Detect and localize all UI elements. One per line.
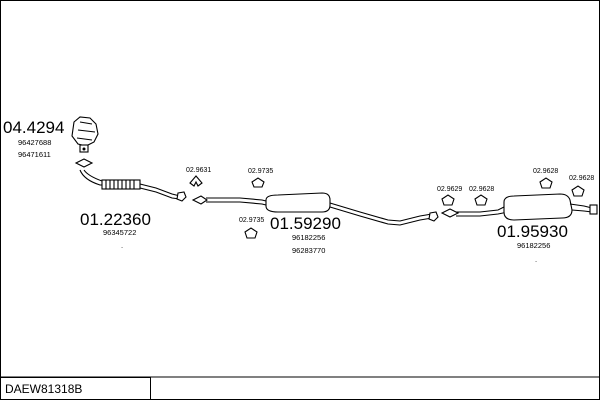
rubber-mount-5[interactable]	[539, 177, 553, 189]
fitting-label-1: 02.9631	[186, 167, 211, 174]
rubber-mount-1[interactable]	[251, 177, 265, 188]
rubber-mount-6[interactable]	[571, 185, 585, 197]
oem-number-centre-silencer-1: 96182256	[292, 233, 325, 242]
fitting-label-7: 02.9628	[569, 175, 594, 182]
part-number-centre-silencer: 01.59290	[270, 214, 341, 233]
front-pipe[interactable]	[79, 169, 187, 202]
reference-label: DAEW81318B	[5, 382, 82, 396]
oem-number-rear-silencer: 96182256	[517, 241, 550, 250]
rubber-mount-4[interactable]	[474, 194, 488, 206]
part-number-front-pipe: 01.22360	[80, 210, 151, 229]
rubber-mount-3[interactable]	[441, 194, 455, 206]
part-number-rear-silencer: 01.95930	[497, 222, 568, 241]
fitting-label-2: 02.9735	[248, 168, 273, 175]
oem-number-catalyst-1: 96427688	[18, 138, 51, 147]
oem-number-front-pipe: 96345722	[103, 228, 136, 237]
rear-silencer[interactable]	[440, 193, 598, 221]
fitting-label-4: 02.9629	[437, 186, 462, 193]
centre-silencer[interactable]	[206, 192, 439, 226]
part-number-catalyst: 04.4294	[3, 118, 64, 137]
oem-number-centre-silencer-2: 96283770	[292, 246, 325, 255]
bracket-fitting-1[interactable]	[189, 175, 203, 187]
svg-text:.: .	[121, 241, 123, 250]
fitting-label-3: 02.9735	[239, 217, 264, 224]
svg-text:.: .	[535, 255, 537, 264]
clamp-fitting[interactable]	[191, 195, 208, 205]
fitting-label-6: 02.9628	[533, 168, 558, 175]
oem-number-catalyst-2: 96471611	[18, 150, 51, 159]
fitting-label-5: 02.9628	[469, 186, 494, 193]
gasket-catalyst[interactable]	[74, 158, 94, 168]
catalytic-converter[interactable]	[71, 116, 99, 153]
rubber-mount-2[interactable]	[244, 227, 258, 239]
